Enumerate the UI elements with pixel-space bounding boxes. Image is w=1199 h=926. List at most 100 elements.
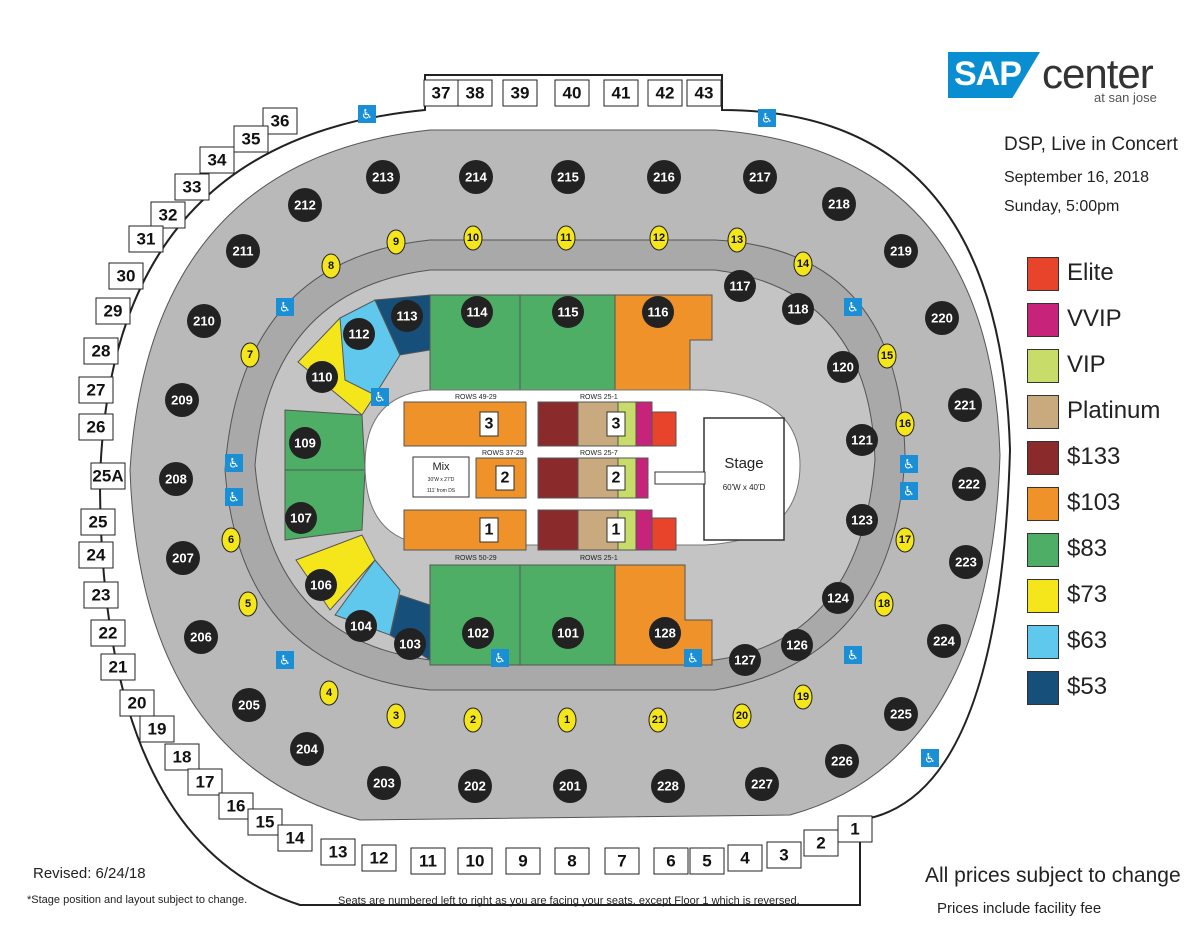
section-113[interactable] (391, 300, 423, 332)
floor-3-left[interactable] (403, 401, 527, 447)
section-215[interactable] (551, 160, 585, 194)
suite-9[interactable] (505, 847, 541, 875)
section-208[interactable] (159, 462, 193, 496)
section-223[interactable] (949, 545, 983, 579)
suite-43[interactable] (686, 79, 722, 107)
section-213[interactable] (366, 160, 400, 194)
section-219[interactable] (884, 234, 918, 268)
section-128[interactable] (649, 617, 681, 649)
suite-16[interactable] (218, 792, 254, 820)
section-121[interactable] (846, 424, 878, 456)
section-210[interactable] (187, 304, 221, 338)
suite-30[interactable] (108, 262, 144, 290)
section-221[interactable] (948, 388, 982, 422)
section-211[interactable] (226, 234, 260, 268)
section-116[interactable] (642, 296, 674, 328)
section-218[interactable] (822, 187, 856, 221)
section-101-area[interactable] (519, 564, 616, 666)
suite-42[interactable] (647, 79, 683, 107)
section-112[interactable] (343, 318, 375, 350)
suite-21[interactable] (100, 653, 136, 681)
section-204[interactable] (290, 732, 324, 766)
section-103[interactable] (394, 628, 426, 660)
section-228[interactable] (651, 769, 685, 803)
suite-36[interactable] (262, 107, 298, 135)
floor-2-right[interactable] (537, 457, 649, 499)
section-106[interactable] (305, 569, 337, 601)
suite-12[interactable] (361, 844, 397, 872)
suite-28[interactable] (83, 337, 119, 365)
section-201[interactable] (553, 769, 587, 803)
section-109[interactable] (289, 427, 321, 459)
suite-31[interactable] (128, 225, 164, 253)
section-124[interactable] (822, 582, 854, 614)
suite-18[interactable] (164, 743, 200, 771)
section-114[interactable] (461, 296, 493, 328)
section-123[interactable] (846, 504, 878, 536)
section-202[interactable] (458, 769, 492, 803)
section-220[interactable] (925, 301, 959, 335)
floor-1-left[interactable] (403, 509, 527, 551)
suite-23[interactable] (83, 581, 119, 609)
suite-17[interactable] (187, 768, 223, 796)
suite-4[interactable] (727, 844, 763, 872)
suite-41[interactable] (603, 79, 639, 107)
section-205[interactable] (232, 688, 266, 722)
section-214[interactable] (459, 160, 493, 194)
suite-14[interactable] (277, 824, 313, 852)
suite-5[interactable] (689, 847, 725, 875)
suite-25[interactable] (80, 508, 116, 536)
section-110[interactable] (306, 361, 338, 393)
suite-13[interactable] (320, 838, 356, 866)
suite-40[interactable] (554, 79, 590, 107)
section-209[interactable] (165, 383, 199, 417)
suite-20[interactable] (119, 689, 155, 717)
suite-19[interactable] (139, 715, 175, 743)
section-207[interactable] (166, 541, 200, 575)
suite-37[interactable] (423, 79, 459, 107)
suite-26[interactable] (78, 413, 114, 441)
suite-25A[interactable] (90, 462, 126, 490)
section-118[interactable] (782, 293, 814, 325)
section-224[interactable] (927, 624, 961, 658)
section-107[interactable] (285, 502, 317, 534)
suite-24[interactable] (78, 541, 114, 569)
suite-7[interactable] (604, 847, 640, 875)
suite-15[interactable] (247, 808, 283, 836)
section-104[interactable] (345, 610, 377, 642)
section-226[interactable] (825, 744, 859, 778)
section-101[interactable] (552, 617, 584, 649)
section-115[interactable] (552, 296, 584, 328)
section-227[interactable] (745, 767, 779, 801)
section-206[interactable] (184, 620, 218, 654)
section-128-area[interactable] (614, 564, 713, 666)
section-117[interactable] (724, 270, 756, 302)
suite-2[interactable] (803, 829, 839, 857)
suite-22[interactable] (90, 619, 126, 647)
suite-6[interactable] (653, 847, 689, 875)
suite-34[interactable] (199, 146, 235, 174)
suite-35[interactable] (233, 125, 269, 153)
suite-39[interactable] (502, 79, 538, 107)
suite-1[interactable] (837, 815, 873, 843)
suite-3[interactable] (766, 841, 802, 869)
suite-32[interactable] (150, 201, 186, 229)
section-label: 103 (399, 637, 421, 652)
section-126[interactable] (781, 629, 813, 661)
suite-27[interactable] (78, 376, 114, 404)
section-203[interactable] (367, 766, 401, 800)
suite-8[interactable] (554, 847, 590, 875)
suite-29[interactable] (95, 297, 131, 325)
section-212[interactable] (288, 188, 322, 222)
section-216[interactable] (647, 160, 681, 194)
suite-38[interactable] (457, 79, 493, 107)
section-120[interactable] (827, 351, 859, 383)
section-127[interactable] (729, 644, 761, 676)
section-225[interactable] (884, 697, 918, 731)
section-102[interactable] (462, 617, 494, 649)
suite-33[interactable] (174, 173, 210, 201)
section-222[interactable] (952, 467, 986, 501)
suite-11[interactable] (410, 847, 446, 875)
section-217[interactable] (743, 160, 777, 194)
suite-10[interactable] (457, 847, 493, 875)
